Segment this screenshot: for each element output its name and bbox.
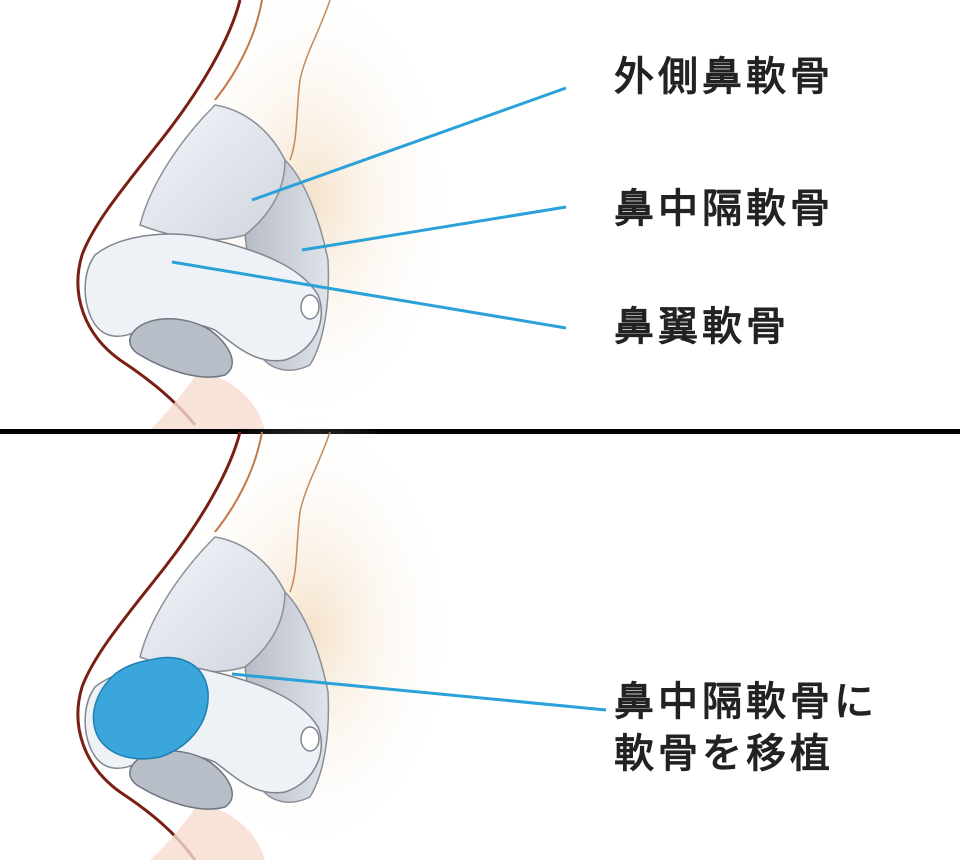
cartilage-nodule	[300, 294, 320, 320]
skin-profile-outline	[76, 431, 242, 860]
graft-caption-line1: 鼻中隔軟骨に	[614, 679, 878, 725]
nostril-opening	[129, 750, 233, 810]
panel-divider	[0, 429, 960, 434]
label-upper-lateral-cartilage: 外側鼻軟骨	[614, 54, 834, 100]
bottom-nose-illustration	[76, 402, 607, 860]
upper-lateral-cartilage	[139, 536, 287, 673]
leader-line-alar	[171, 260, 567, 330]
leader-line-upper-lateral	[251, 86, 567, 202]
maxilla-edge	[289, 431, 331, 593]
label-septal-cartilage: 鼻中隔軟骨	[614, 186, 834, 232]
skin-profile-outline	[76, 0, 242, 426]
lip-skin	[150, 370, 265, 430]
lip-skin	[150, 802, 265, 860]
nostril-opening	[129, 318, 233, 378]
alar-cartilage	[84, 233, 323, 362]
nasal-bone-edge	[214, 0, 263, 101]
maxilla-edge	[289, 0, 331, 161]
upper-lateral-cartilage	[139, 104, 287, 241]
nasal-bone-edge	[214, 431, 263, 533]
top-nose-illustration	[76, 0, 567, 430]
cartilage-graft-highlight	[92, 656, 209, 760]
graft-caption-line2: 軟骨を移植	[614, 731, 834, 777]
label-graft-caption: 鼻中隔軟骨に 軟骨を移植	[614, 676, 878, 780]
leader-line-graft	[231, 672, 607, 712]
cartilage-nodule	[300, 726, 320, 752]
leader-line-septal	[301, 205, 567, 252]
label-alar-cartilage: 鼻翼軟骨	[614, 304, 790, 350]
